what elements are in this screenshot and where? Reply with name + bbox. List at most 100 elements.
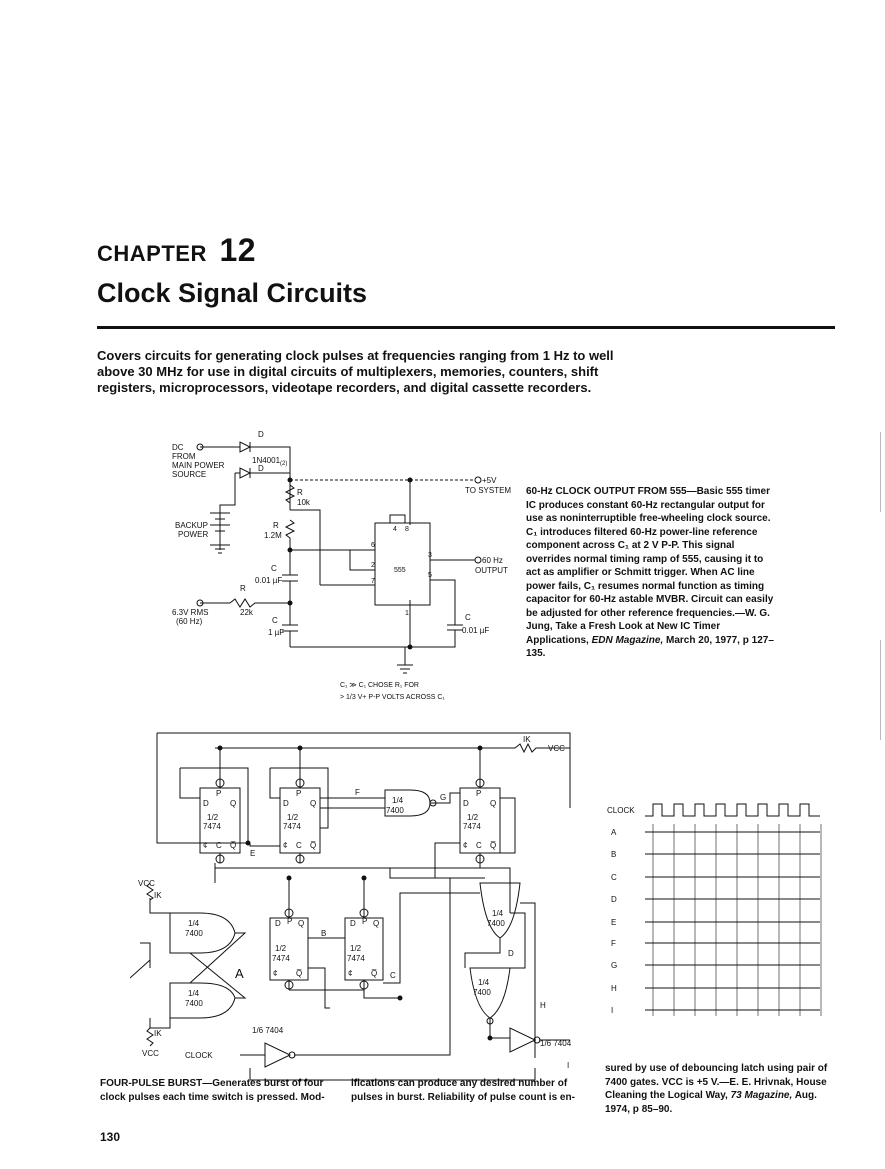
- gate3-part: 7400: [473, 988, 491, 997]
- ff1-clk: ¢: [203, 841, 207, 850]
- label-r1-val: 1.2M: [264, 531, 282, 540]
- pin2: 2: [371, 562, 375, 569]
- timing-label-d: D: [611, 895, 617, 904]
- chapter-word: CHAPTER: [97, 241, 207, 266]
- label-from: FROM: [172, 452, 196, 461]
- ff3-d: D: [463, 799, 469, 808]
- schematic-555-clock: DC FROM MAIN POWER SOURCE D 1N4001 (2) D…: [172, 430, 511, 701]
- ff1-d: D: [203, 799, 209, 808]
- ff4-qbar: Q̅: [296, 969, 302, 978]
- ff3-half: 1/2: [467, 813, 479, 822]
- fig2-i: I: [567, 1061, 569, 1070]
- timing-wave-clock: [645, 803, 820, 817]
- node-d: D: [508, 949, 514, 958]
- pin7: 7: [371, 578, 375, 585]
- label-c2: C: [465, 613, 471, 622]
- gate4-part: 7400: [185, 929, 203, 938]
- node-e: E: [250, 849, 255, 858]
- figure2-caption-col1: FOUR-PULSE BURST—Generates burst of four…: [100, 1077, 340, 1104]
- label-source: SOURCE: [172, 470, 206, 479]
- fig2-clock: CLOCK: [185, 1051, 213, 1060]
- ff1-part: 7474: [203, 822, 221, 831]
- ff2-p: P: [296, 789, 301, 798]
- fig2-vcc-bot: VCC: [142, 1049, 159, 1058]
- gate3-frac: 1/4: [478, 978, 490, 987]
- figure2-caption-col2: ifications can produce any desired numbe…: [351, 1078, 575, 1103]
- label-r1b: R: [240, 584, 246, 593]
- title-rule: [97, 326, 835, 329]
- pin5: 5: [428, 572, 432, 579]
- ff3-p: P: [476, 789, 481, 798]
- fig2-inv2: 1/6 7404: [540, 1039, 572, 1048]
- gate2-frac: 1/4: [492, 909, 504, 918]
- ff3-c: C: [476, 841, 482, 850]
- figure1-caption-title: 60-Hz CLOCK OUTPUT FROM 555: [526, 486, 687, 497]
- gate5-frac: 1/4: [188, 989, 200, 998]
- chapter-title: Clock Signal Circuits: [97, 278, 368, 308]
- ff4-part: 7474: [272, 954, 290, 963]
- ff5-part: 7474: [347, 954, 365, 963]
- label-plus5: +5V: [482, 476, 497, 485]
- gate1-part: 7400: [386, 806, 404, 815]
- ff4-q: Q: [298, 919, 304, 928]
- note-line2: > 1/3 V+ P-P VOLTS ACROSS C₁: [340, 694, 445, 701]
- ff3-q: Q: [490, 799, 496, 808]
- gate2-part: 7400: [487, 919, 505, 928]
- chapter-label: CHAPTER 12: [97, 232, 256, 269]
- ff4-half: 1/2: [275, 944, 287, 953]
- ff1-qbar: Q̅: [230, 841, 236, 850]
- label-c1: C: [271, 564, 277, 573]
- ff5-p: P: [362, 917, 367, 926]
- fig2-ik-top: IK: [523, 735, 531, 744]
- ff2-qbar: Q̅: [310, 841, 316, 850]
- timing-label-g: G: [611, 961, 617, 970]
- label-c1b: C: [272, 616, 278, 625]
- timing-label-i: I: [611, 1006, 613, 1015]
- node-c: C: [390, 971, 396, 980]
- label-power: POWER: [178, 530, 208, 539]
- ff1-c: C: [216, 841, 222, 850]
- label-r1: R: [273, 521, 279, 530]
- ff5-half: 1/2: [350, 944, 362, 953]
- ff2-part: 7474: [283, 822, 301, 831]
- timing-label-h: H: [611, 984, 617, 993]
- node-a: A: [235, 966, 244, 981]
- timing-label-clock: CLOCK: [607, 806, 635, 815]
- chapter-number: 12: [219, 232, 257, 268]
- label-output: OUTPUT: [475, 566, 508, 575]
- pin6: 6: [371, 542, 375, 549]
- fig2-ik-left2: IK: [154, 1029, 162, 1038]
- ff3-part: 7474: [463, 822, 481, 831]
- figure2-caption-source: 73 Magazine,: [730, 1090, 793, 1101]
- label-out-freq: 60 Hz: [482, 556, 503, 565]
- note-line1: C₁ ≫ C₁ CHOSE R₁ FOR: [340, 682, 419, 689]
- ff5-clk: ¢: [348, 969, 352, 978]
- timing-label-e: E: [611, 918, 616, 927]
- ff5-q: Q: [373, 919, 379, 928]
- label-r2-val: 10k: [297, 498, 311, 507]
- label-r1b-val: 22k: [240, 608, 254, 617]
- label-r2: R: [297, 488, 303, 497]
- label-c2-val: 0.01 µF: [462, 626, 489, 635]
- label-dc: DC: [172, 443, 184, 452]
- figure2-caption-text1: —Generates burst of four clock pulses ea…: [100, 1078, 325, 1103]
- fig2-ik-left: IK: [154, 891, 162, 900]
- timing-label-f: F: [611, 939, 616, 948]
- gate1-frac: 1/4: [392, 796, 404, 805]
- page-edge-mark: [880, 640, 881, 740]
- label-to-system: TO SYSTEM: [465, 486, 511, 495]
- figure2-caption-end: Aug. 1974, p 85–90.: [605, 1090, 817, 1115]
- node-g: G: [440, 793, 446, 802]
- figure2-caption-text3: sured by use of debouncing latch using p…: [605, 1063, 828, 1101]
- ff1-q: Q: [230, 799, 236, 808]
- node-b: B: [321, 929, 326, 938]
- gate4-frac: 1/4: [188, 919, 200, 928]
- ff5-d: D: [350, 919, 356, 928]
- ff4-d: D: [275, 919, 281, 928]
- ff2-clk: ¢: [283, 841, 287, 850]
- pin3: 3: [428, 552, 432, 559]
- ff1-p: P: [216, 789, 221, 798]
- fig2-vcc-left: VCC: [138, 879, 155, 888]
- ff1-half: 1/2: [207, 813, 219, 822]
